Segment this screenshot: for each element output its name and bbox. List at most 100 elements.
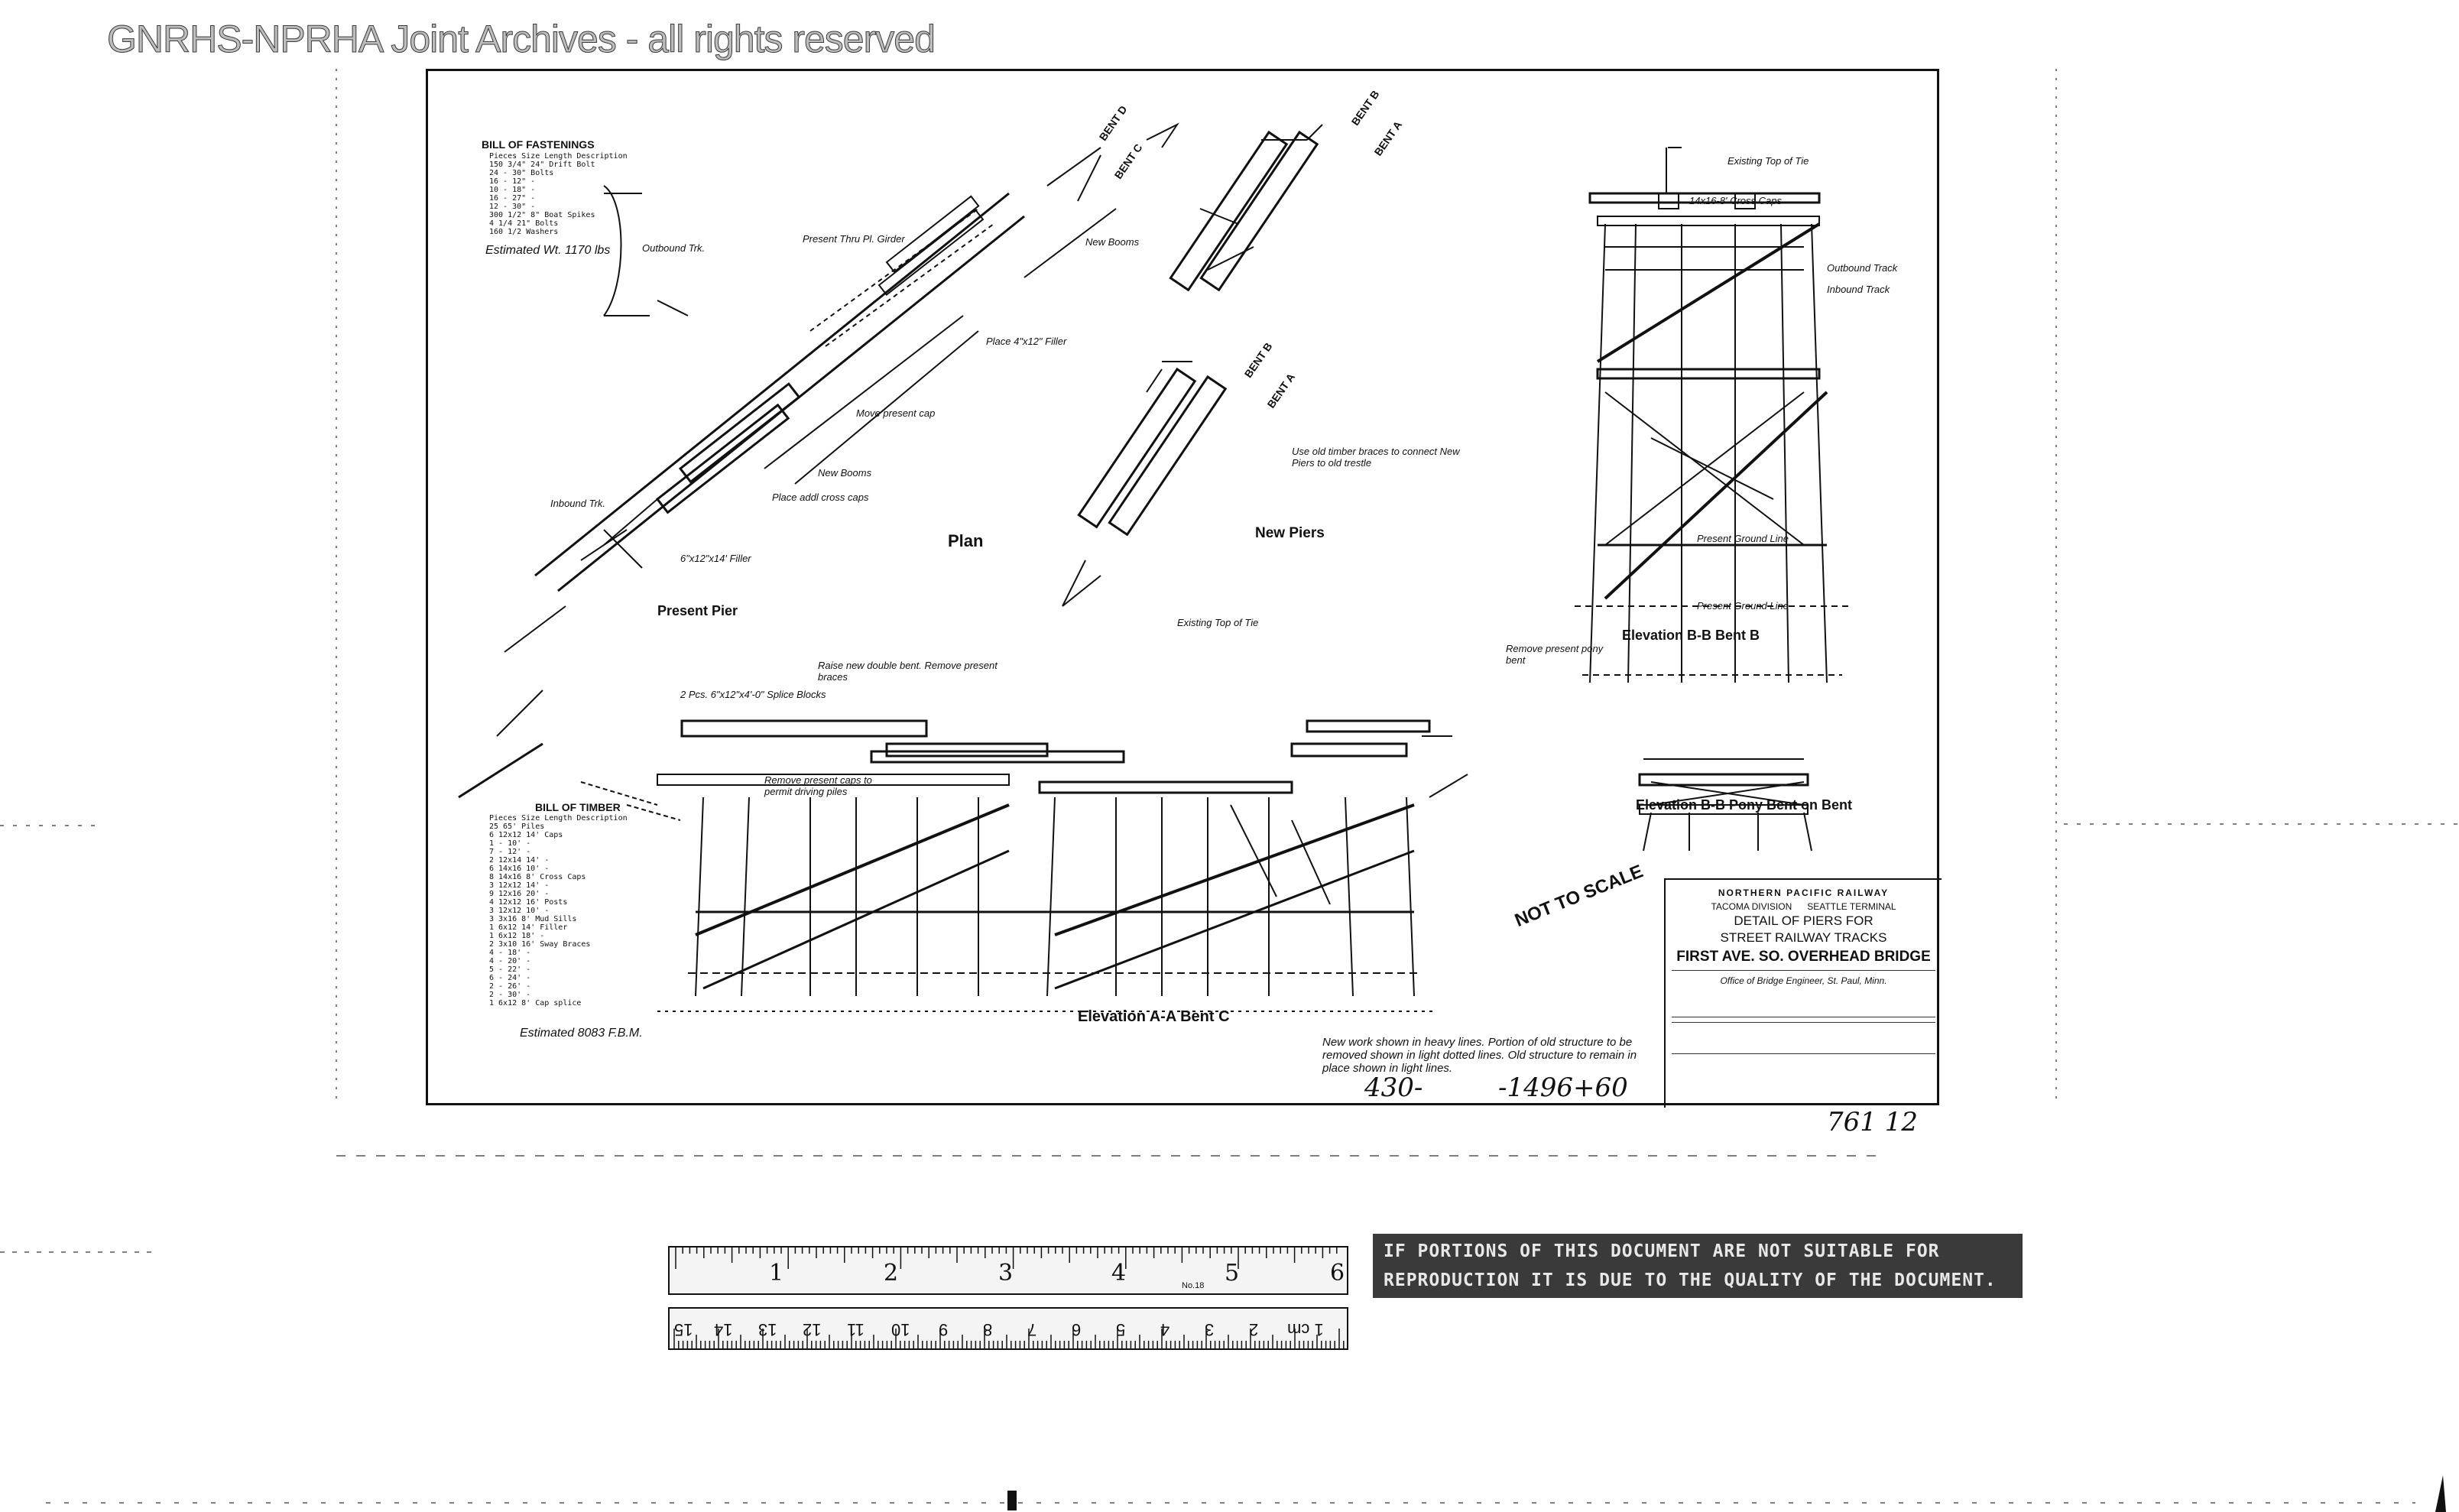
ruler-model: No.18: [1182, 1281, 1205, 1290]
division-name: TACOMA DIVISION: [1711, 901, 1792, 912]
timber-row: 6 12x12 14' Caps: [489, 831, 563, 839]
elevation-aa-label: Elevation A-A Bent C: [1078, 1008, 1230, 1025]
splice-note: 2 Pcs. 6"x12"x4'-0" Splice Blocks: [680, 689, 826, 700]
cm-ruler: 1 cm 2 3 4 5 6 7 8 9 10 11 12 13 14 15: [668, 1307, 1348, 1350]
fastenings-estimate: Estimated Wt. 1170 lbs: [485, 244, 611, 257]
handwritten-station-right: -1496+60: [1498, 1072, 1628, 1103]
timber-row: 1 - 10' -: [489, 839, 531, 848]
fastenings-table: Pieces Size Length Description 150 3/4" …: [489, 152, 628, 236]
remove-pony-note: Remove present pony bent: [1506, 643, 1604, 666]
inch-3: 3: [998, 1260, 1014, 1286]
new-piers-middle: [1062, 361, 1228, 607]
raise-bent-note: Raise new double bent. Remove present br…: [818, 660, 998, 683]
fastenings-row: 10 - 18" -: [489, 186, 536, 194]
railway-name: NORTHERN PACIFIC RAILWAY: [1718, 887, 1890, 898]
new-piers-top: [1169, 124, 1323, 292]
timber-title: BILL OF TIMBER: [535, 801, 621, 813]
fastenings-row: 150 3/4" 24" Drift Bolt: [489, 161, 595, 169]
drawing-title-3: FIRST AVE. SO. OVERHEAD BRIDGE: [1676, 949, 1931, 965]
outbound-trk-label: Outbound Trk.: [642, 242, 706, 254]
cross-caps-label: 14x16-8' Cross Caps: [1689, 195, 1782, 206]
cross-caps-note: Place addl cross caps: [772, 492, 869, 503]
timber-row: 3 12x12 14' -: [489, 881, 550, 890]
new-work-note: New work shown in heavy lines. Portion o…: [1322, 1036, 1637, 1075]
outbound-track-label: Outbound Track: [1827, 262, 1898, 274]
filler-label: Place 4"x12" Filler: [986, 336, 1067, 347]
timber-row: 2 - 26' -: [489, 982, 531, 991]
timber-row: 7 - 12' -: [489, 848, 531, 856]
inch-5: 5: [1225, 1260, 1240, 1286]
terminal-name: SEATTLE TERMINAL: [1807, 901, 1896, 912]
timber-row: 1 6x12 18' -: [489, 932, 545, 940]
timber-row: 1 6x12 14' Filler: [489, 923, 568, 932]
present-pier-label: Present Pier: [657, 603, 738, 618]
inch-1: 1: [769, 1260, 784, 1286]
elevation-aa: [580, 719, 1468, 1012]
timber-row: 2 12x14 14' -: [489, 856, 550, 865]
timber-row: 2 - 30' -: [489, 991, 531, 999]
fastenings-row: 4 1/4 21" Bolts: [489, 219, 559, 228]
new-piers-label: New Piers: [1255, 525, 1325, 541]
office-line: Office of Bridge Engineer, St. Paul, Min…: [1720, 975, 1887, 986]
old-timber-note: Use old timber braces to connect New Pie…: [1292, 446, 1460, 469]
inch-6: 6: [1330, 1260, 1345, 1286]
inch-4: 4: [1111, 1260, 1127, 1286]
fastenings-header: Pieces Size Length Description: [489, 152, 628, 161]
section-line-aa: [458, 742, 543, 799]
handwritten-sheet-number: 761 12: [1827, 1107, 1918, 1137]
technical-drawing: [458, 122, 1850, 1012]
elevation-bb-pony-label: Elevation B-B Pony Bent on Bent: [1636, 797, 1853, 813]
remove-caps-note: Remove present caps to permit driving pi…: [764, 774, 872, 797]
archive-watermark: GNRHS-NPRHA Joint Archives - all rights …: [107, 18, 936, 61]
timber-row: 6 14x16 10' -: [489, 865, 550, 873]
filler-2-label: 6"x12"x14' Filler: [680, 553, 751, 564]
title-block: NORTHERN PACIFIC RAILWAY TACOMA DIVISION…: [1664, 878, 1942, 1108]
plan-label: Plan: [948, 531, 984, 550]
new-booms-label: New Booms: [1085, 236, 1140, 248]
timber-row: 1 6x12 8' Cap splice: [489, 999, 582, 1007]
timber-row: 4 - 20' -: [489, 957, 531, 965]
timber-row: 9 12x16 20' -: [489, 890, 550, 898]
timber-header: Pieces Size Length Description: [489, 814, 628, 823]
timber-estimate: Estimated 8083 F.B.M.: [520, 1027, 643, 1040]
timber-row: 6 - 24' -: [489, 974, 531, 982]
fastenings-row: 160 1/2 Washers: [489, 228, 559, 236]
fastenings-row: 16 - 27" -: [489, 194, 536, 203]
fastenings-title: BILL OF FASTENINGS: [482, 138, 595, 151]
existing-top-tie-aa: Existing Top of Tie: [1177, 617, 1259, 628]
cm-ruler-ticks: [673, 1329, 1345, 1348]
plan-view: [496, 154, 1117, 737]
inbound-trk-label: Inbound Trk.: [550, 498, 606, 509]
drawing-title-1: DETAIL OF PIERS FOR: [1734, 913, 1873, 928]
drawing-sheet: BILL OF FASTENINGS Pieces Size Length De…: [426, 69, 1942, 1108]
elevation-bb-label: Elevation B-B Bent B: [1622, 628, 1760, 643]
existing-top-tie-bb: Existing Top of Tie: [1727, 155, 1809, 167]
ground-line-label: Present Ground Line: [1697, 600, 1789, 612]
fastenings-row: 300 1/2" 8" Boat Spikes: [489, 211, 595, 219]
timber-table: Pieces Size Length Description 25 65' Pi…: [489, 814, 628, 1007]
elevation-bb: [1575, 147, 1850, 683]
timber-row: 4 12x12 16' Posts: [489, 898, 568, 907]
drawing-title-2: STREET RAILWAY TRACKS: [1720, 930, 1887, 945]
fastenings-row: 24 - 30" Bolts: [489, 169, 554, 177]
timber-row: 2 3x10 16' Sway Braces: [489, 940, 591, 949]
ground-line-bb-label: Present Ground Line: [1697, 533, 1789, 544]
timber-row: 5 - 22' -: [489, 965, 531, 974]
timber-row: 4 - 18' -: [489, 949, 531, 957]
handwritten-station-left: 430-: [1364, 1072, 1423, 1103]
reproduction-notice: IF PORTIONS OF THIS DOCUMENT ARE NOT SUI…: [1373, 1234, 2023, 1298]
timber-row: 3 3x16 8' Mud Sills: [489, 915, 577, 923]
thru-girder-label: Present Thru Pl. Girder: [803, 233, 905, 245]
division-row: TACOMA DIVISION SEATTLE TERMINAL: [1666, 901, 1942, 912]
timber-row: 25 65' Piles: [489, 823, 545, 831]
pony-bent: [1638, 758, 1812, 852]
new-booms-2-label: New Booms: [818, 467, 872, 479]
fastenings-row: 16 - 12" -: [489, 177, 536, 186]
inch-2: 2: [884, 1260, 899, 1286]
inch-ruler: 1 2 3 4 5 6 No.18: [668, 1246, 1348, 1295]
inbound-track-label: Inbound Track: [1827, 284, 1890, 295]
move-cap-label: Move present cap: [856, 407, 936, 419]
fastenings-row: 12 - 30" -: [489, 203, 536, 211]
inch-ruler-ticks: [675, 1248, 1338, 1269]
